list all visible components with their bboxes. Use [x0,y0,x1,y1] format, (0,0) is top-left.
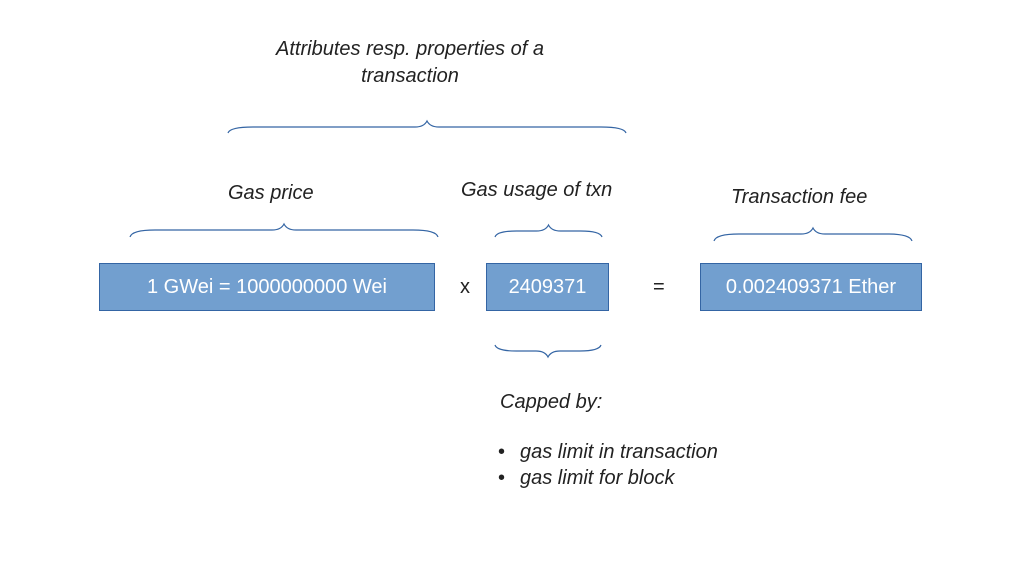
brace-gas-usage [494,223,603,238]
list-item: gas limit in transaction [498,439,718,465]
gas-price-box: 1 GWei = 1000000000 Wei [99,263,435,311]
gas-usage-label: Gas usage of txn [461,179,613,201]
brace-fee [713,226,913,242]
fee-label: Transaction fee [731,186,868,208]
multiply-operator: x [460,276,470,298]
gas-usage-box: 2409371 [486,263,609,311]
fee-box: 0.002409371 Ether [700,263,922,311]
capped-heading: Capped by: [500,391,603,413]
brace-attributes [227,119,627,134]
equals-operator: = [653,276,665,298]
gas-price-label: Gas price [228,182,314,204]
capped-list: gas limit in transaction gas limit for b… [498,439,718,491]
list-item: gas limit for block [498,465,718,491]
brace-gas-price [129,222,439,238]
brace-capped [494,344,602,359]
title: Attributes resp. properties of a transac… [276,38,544,87]
